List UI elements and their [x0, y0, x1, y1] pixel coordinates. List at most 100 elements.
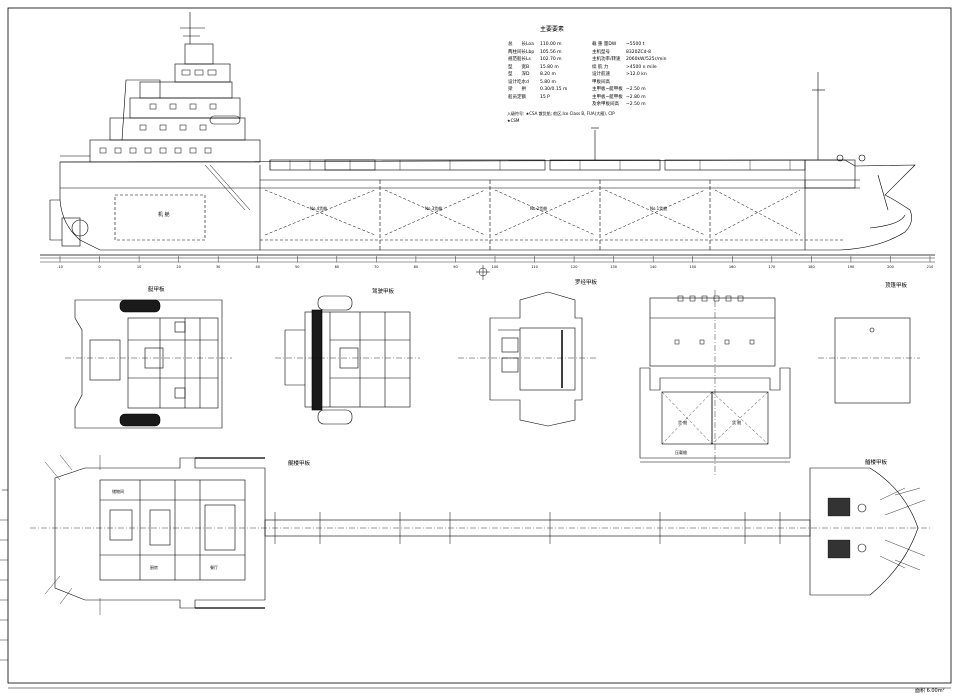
- frame-tick-label: 160: [729, 265, 736, 269]
- spec-value: 8.20 m: [540, 72, 556, 77]
- spec-left-row: 梁 拱 0.30/0.15 m: [508, 87, 567, 92]
- section-hold-right: 货 舱: [732, 420, 742, 425]
- midship-section: [639, 290, 791, 475]
- section-hold-left: 货 舱: [678, 420, 688, 425]
- frame-tick-label: 120: [571, 265, 578, 269]
- frame-tick-label: 210: [927, 265, 934, 269]
- spec-key: 主机功率/转速: [592, 57, 621, 62]
- profile-view: [40, 12, 935, 256]
- spec-right-row: 主机功率/转速 2060kW/525r/min: [592, 57, 666, 62]
- spec-right-row: 主甲板~艇甲板~2.80 m: [592, 94, 646, 100]
- spec-value: >12.0 kn: [626, 72, 647, 77]
- room-hold-3: No.3货舱: [425, 206, 443, 211]
- spec-key: 总 长Loa: [508, 42, 534, 47]
- title-boat-deck: 艇甲板: [148, 287, 165, 293]
- spec-key: 规范船长Ls: [508, 57, 531, 62]
- spec-value: 5.80 m: [540, 79, 556, 85]
- frame-tick-label: 170: [768, 265, 775, 269]
- room-engine: 机 舱: [158, 212, 170, 218]
- poop-deck-plan: [30, 457, 930, 609]
- spec-value: 2060kW/525r/min: [626, 57, 667, 62]
- spec-value: 105.56 m: [540, 49, 562, 55]
- room-hold-4: No.4货舱: [310, 206, 328, 211]
- room-store: 储物间: [112, 489, 124, 494]
- bridge-deck-plan: [275, 295, 420, 425]
- title-bridge-deck: 驾驶甲板: [372, 289, 395, 295]
- spec-key: 主甲板~艇甲板: [592, 94, 623, 100]
- spec-right-row: 及余甲板间高~2.50 m: [592, 102, 646, 107]
- scale-note: 面积 6.00m²: [915, 688, 945, 694]
- spec-right-row: 设计航速 >12.0 kn: [592, 72, 647, 77]
- top-deck-plan: [818, 317, 920, 404]
- spec-note-1: 入级符号: ★CSA 散货船; 航区,Ice Class B, FUA(大雁),…: [507, 111, 615, 116]
- spec-key: 型 宽B: [508, 64, 530, 70]
- spec-value: ~2.50 m: [626, 87, 646, 92]
- boat-deck-plan: [65, 299, 232, 429]
- spec-right-row: 续 航 力 >4500 n mile: [592, 64, 657, 70]
- room-hold-2: No.2货舱: [530, 206, 548, 211]
- room-galley: 厨房: [150, 565, 158, 570]
- frame-tick-label: 30: [216, 265, 220, 269]
- frame-tick-label: 80: [414, 265, 418, 269]
- spec-value: 8320ZCd-8: [626, 49, 652, 55]
- spec-value: ~5500 t: [626, 42, 645, 47]
- spec-left-row: 设计吃水d 5.80 m: [508, 79, 556, 85]
- frame-tick-label: -10: [57, 265, 63, 269]
- frame-tick-label: 190: [848, 265, 855, 269]
- wheelhouse-deck-plan: [458, 291, 598, 427]
- frame-tick-label: 50: [295, 265, 299, 269]
- frame-tick-label: 90: [453, 265, 457, 269]
- title-poop-deck: 艉楼甲板: [288, 461, 311, 467]
- spec-key: 续 航 力: [592, 64, 609, 70]
- spec-key: 主机型号: [592, 49, 610, 55]
- mooring-lines: [44, 454, 921, 615]
- frame-tick-label: 40: [255, 265, 259, 269]
- spec-key: 设计航速: [592, 72, 610, 77]
- section-ballast: 压载舱: [675, 450, 687, 455]
- spec-value: ~2.50 m: [626, 102, 646, 107]
- frame-tick-label: 0: [98, 265, 100, 269]
- midship-mark: [476, 265, 490, 280]
- frame-tick-label: 110: [531, 265, 538, 269]
- frame-tick-label: 20: [176, 265, 180, 269]
- spec-key: 梁 拱: [508, 87, 526, 92]
- spec-right-row: 载 重 量DW ~5500 t: [592, 42, 644, 47]
- spec-key: 载 重 量DW: [592, 42, 617, 47]
- frame-tick-label: 130: [610, 265, 617, 269]
- spec-note-2: ★CSM: [507, 118, 520, 123]
- frame-ruler: [40, 257, 935, 263]
- room-mess: 餐厅: [210, 565, 218, 570]
- title-compass-deck: 罗经甲板: [575, 280, 598, 286]
- forecastle-deck-plan: [809, 467, 926, 596]
- title-top-deck: 顶篷甲板: [885, 283, 908, 289]
- spec-right-row: 主机型号 8320ZCd-8: [592, 49, 651, 55]
- spec-value: 0.30/0.15 m: [540, 87, 568, 92]
- spec-left-row: 两柱间长Lbp 105.56 m: [508, 49, 562, 55]
- spec-table-title: 主要要素: [540, 26, 565, 33]
- spec-key: 两柱间长Lbp: [508, 49, 535, 55]
- frame-tick-label: 150: [689, 265, 696, 269]
- spec-value: >4500 n mile: [626, 64, 657, 70]
- title-forecastle-deck: 艏楼甲板: [865, 460, 888, 466]
- frame-tick-label: 70: [374, 265, 378, 269]
- frame-tick-label: 140: [650, 265, 657, 269]
- frame-tick-label: 100: [492, 265, 499, 269]
- room-hold-1: No.1货舱: [650, 206, 668, 211]
- spec-key: 甲板间高: [592, 79, 610, 85]
- frame-tick-label: 200: [887, 265, 894, 269]
- spec-value: 15.80 m: [540, 64, 559, 70]
- spec-value: ~2.80 m: [626, 94, 646, 100]
- spec-left-row: 型 宽B 15.80 m: [508, 64, 559, 70]
- spec-right-row: 甲板间高: [592, 80, 610, 85]
- spec-key: 设计吃水d: [508, 79, 529, 85]
- frame-tick-label: 180: [808, 265, 815, 269]
- spec-value: 15 P: [540, 94, 550, 100]
- frame-tick-label: 60: [335, 265, 339, 269]
- spec-right-row: 主甲板~艇甲板~2.50 m: [592, 87, 646, 92]
